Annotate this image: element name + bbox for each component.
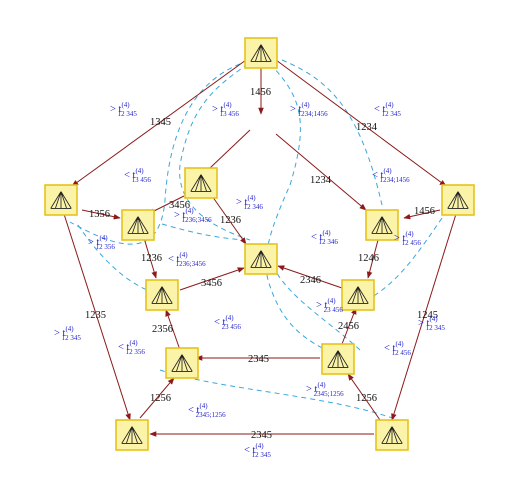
inequality-label: > t(4)1234;1456 [290, 101, 328, 118]
node-right-inner [365, 209, 399, 241]
edge-line [81, 209, 121, 220]
edge-label: 1456 [250, 87, 271, 98]
node-lower-right-mid [321, 343, 355, 375]
edge-line [209, 129, 251, 169]
node-lower-left-inner [145, 279, 179, 311]
node-top [244, 37, 278, 69]
edges [63, 59, 457, 437]
edge-label: 1345 [150, 117, 171, 128]
edge-label: 2345 [251, 430, 272, 441]
inequality-label: > t(4)12 356 [88, 234, 115, 251]
inequality-label: > t(4)12 346 [236, 194, 263, 211]
edge-line [211, 195, 247, 245]
edge-label: 3456 [201, 278, 222, 289]
inequality-label: < t(4)23 456 [214, 314, 241, 331]
inequality-label: < t(4)12 345 [244, 442, 271, 459]
edge-line [341, 307, 357, 345]
node-lower-left-mid [165, 347, 199, 379]
edge-line [275, 59, 447, 187]
edge-line [403, 209, 441, 220]
inequality-label: < t(4)1236;3456 [168, 251, 206, 268]
dashed-curves [69, 59, 443, 421]
node-bottom-left [115, 419, 149, 451]
edge-label: 1356 [89, 209, 110, 220]
edge-label: 2456 [338, 321, 359, 332]
edge-line [391, 213, 457, 421]
inequality-label: > t(4)2345;1256 [306, 381, 344, 398]
dashed-curve [179, 63, 251, 241]
edge-label: 2346 [300, 275, 321, 286]
edge-label: 1236 [220, 215, 241, 226]
edge-label: 1456 [414, 206, 435, 217]
dashed-curve [69, 63, 241, 245]
dashed-curve [274, 269, 361, 351]
edge-label: 3456 [169, 200, 190, 211]
edge-line [179, 267, 245, 291]
inequality-label: < t(4)12 346 [311, 229, 338, 246]
edge-label: 1256 [150, 393, 171, 404]
node-left-inner [121, 209, 155, 241]
inequality-label: < t(4)12 356 [118, 339, 145, 356]
dashed-curve [77, 224, 153, 293]
edge-line [347, 373, 381, 421]
edge-label: 2356 [152, 324, 173, 335]
inequality-label: > t(4)12 345 [54, 325, 81, 342]
edge-line [63, 213, 131, 421]
edge-label: 1256 [356, 393, 377, 404]
inequality-label: < t(4)1234;1456 [372, 167, 410, 184]
edge-line [165, 309, 181, 351]
edge-line [277, 265, 343, 289]
inequality-label: > t(4)13 456 [212, 101, 239, 118]
dashed-curve [159, 369, 399, 421]
edge-label: 1246 [358, 253, 379, 264]
node-center [244, 243, 278, 275]
edge-line [275, 133, 367, 211]
edge-line [139, 377, 175, 419]
inequality-label: > t(4)12 456 [394, 230, 421, 247]
node-left-outer [44, 184, 78, 216]
node-bottom-right [375, 419, 409, 451]
dashed-curve [281, 59, 383, 206]
edge-label: 1234 [356, 122, 378, 133]
edge-line [366, 239, 379, 279]
edge-label: 1236 [141, 253, 162, 264]
edge-line [71, 59, 247, 187]
inequality-label: < t(4)2345;1256 [188, 402, 226, 419]
inequality-labels: > t(4)12 345 < t(4)13 456 > t(4)13 456 > t(… [54, 101, 445, 459]
inequality-label: > t(4)12 345 [418, 315, 445, 332]
edge-label: 1235 [85, 310, 106, 321]
inequality-label: > t(4)1236;3456 [174, 207, 212, 224]
node-right-outer [441, 184, 475, 216]
inequality-label: > t(4)23 456 [316, 297, 343, 314]
dashed-curve [265, 63, 341, 357]
dashed-curve [371, 217, 443, 298]
edge-label: 2345 [248, 354, 269, 365]
inequality-label: < t(4)12 345 [374, 101, 401, 118]
node-lower-right-inner [341, 279, 375, 311]
inequality-label: < t(4)13 456 [124, 167, 151, 184]
edge-label: 1245 [417, 310, 438, 321]
inequality-label: > t(4)12 345 [110, 101, 137, 118]
node-inner-top [184, 167, 218, 199]
edge-line [143, 237, 157, 279]
nodes [44, 37, 475, 451]
edge-labels: 1345 1456 1234 3456 1236 1234 1356 1456 … [85, 87, 438, 441]
dashed-curve [161, 223, 246, 241]
edge-label: 1234 [310, 175, 332, 186]
inequality-label: < t(4)12 456 [384, 340, 411, 357]
